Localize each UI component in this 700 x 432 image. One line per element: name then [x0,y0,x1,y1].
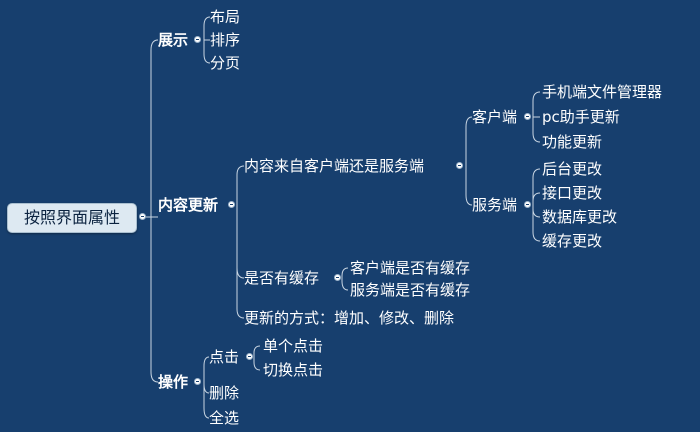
node-quanxuan[interactable]: 全选 [209,409,240,427]
collapse-toggle-icon[interactable] [139,213,146,220]
node-zhanshi[interactable]: 展示 [158,31,189,49]
node-api-change[interactable]: 接口更改 [542,184,603,202]
collapse-toggle-icon[interactable] [334,274,341,281]
node-db-change[interactable]: 数据库更改 [542,208,618,226]
node-file-manager[interactable]: 手机端文件管理器 [542,83,663,101]
node-cache-change[interactable]: 缓存更改 [542,232,603,250]
node-single-click[interactable]: 单个点击 [263,337,324,355]
node-fenye[interactable]: 分页 [210,54,241,72]
node-paixu[interactable]: 排序 [210,31,241,49]
node-source[interactable]: 内容来自客户端还是服务端 [244,157,425,175]
node-neirong-gengxin[interactable]: 内容更新 [158,196,219,214]
collapse-toggle-icon[interactable] [194,36,201,43]
node-shanchu[interactable]: 删除 [209,384,240,402]
collapse-toggle-icon[interactable] [456,162,463,169]
collapse-toggle-icon[interactable] [524,201,531,208]
node-dianji[interactable]: 点击 [209,348,240,366]
root-node[interactable]: 按照界面属性 [7,203,137,233]
node-toggle-click[interactable]: 切换点击 [263,361,324,379]
node-server-cache[interactable]: 服务端是否有缓存 [350,281,471,299]
node-update-method[interactable]: 更新的方式：增加、修改、删除 [244,309,455,327]
collapse-toggle-icon[interactable] [246,353,253,360]
collapse-toggle-icon[interactable] [194,378,201,385]
node-backend-change[interactable]: 后台更改 [542,160,603,178]
node-kehuduan[interactable]: 客户端 [472,108,518,126]
collapse-toggle-icon[interactable] [228,201,235,208]
node-feature-update[interactable]: 功能更新 [542,133,603,151]
node-cache[interactable]: 是否有缓存 [244,269,320,287]
node-pc-assistant[interactable]: pc助手更新 [542,108,620,126]
collapse-toggle-icon[interactable] [524,113,531,120]
node-client-cache[interactable]: 客户端是否有缓存 [350,259,471,277]
node-caozuo[interactable]: 操作 [158,373,189,391]
node-buju[interactable]: 布局 [210,8,241,26]
node-fuwuduan[interactable]: 服务端 [472,196,518,214]
